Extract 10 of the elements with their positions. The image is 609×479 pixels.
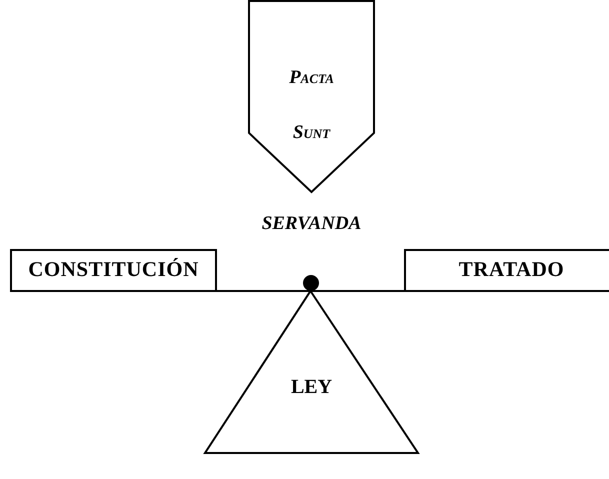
motto-text: SERVANDA xyxy=(260,213,362,235)
label-box xyxy=(10,249,217,292)
label-box xyxy=(404,249,609,292)
pentagon-arrow-shape xyxy=(248,0,375,193)
box-label: TRATADO xyxy=(458,257,566,282)
box-label: LEY xyxy=(290,376,334,399)
motto-text: Pacta Sunt xyxy=(288,66,335,145)
fulcrum-triangle xyxy=(204,290,419,454)
box-label: CONSTITUCIÓN xyxy=(27,257,200,282)
balance-beam xyxy=(217,290,404,292)
